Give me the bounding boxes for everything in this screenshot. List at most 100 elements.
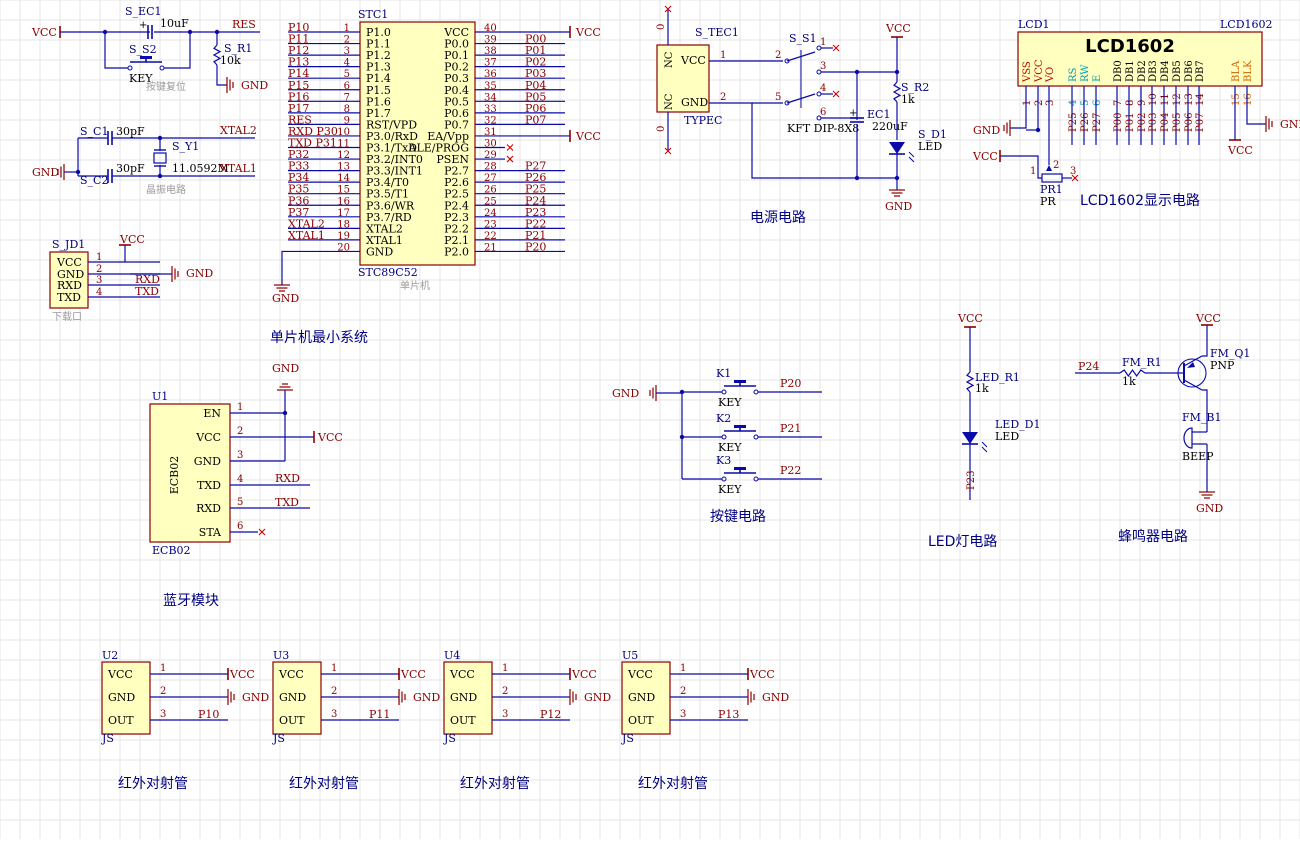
pin-name: GND [108, 691, 135, 704]
ir-sensor-module[interactable] [101, 661, 151, 735]
net-label: XTAL1 [288, 229, 325, 242]
net-label: P36 [288, 194, 309, 207]
pin-number: 24 [484, 208, 497, 219]
net-label-gnd: GND [1280, 118, 1300, 131]
block-title: 按键电路 [710, 509, 766, 525]
lcd-module[interactable] [1017, 31, 1263, 87]
switch-contact [127, 65, 133, 71]
net-label: P33 [288, 160, 309, 173]
pin-number: 7 [1113, 100, 1124, 106]
pin-number: 21 [484, 242, 497, 253]
net-label-gnd: GND [973, 124, 1000, 137]
net-label-vcc: VCC [1227, 144, 1253, 157]
net-label-vcc: VCC [957, 312, 983, 325]
net-label: P15 [288, 79, 309, 92]
pin-name: VSS [1022, 61, 1033, 83]
pin-name: DB0 [1113, 60, 1124, 82]
bluetooth-chip[interactable] [149, 403, 231, 543]
switch-contact [721, 389, 727, 395]
pin-name: GND [194, 455, 221, 468]
net-label: P02 [1137, 113, 1148, 132]
block-description: 下载口 [52, 311, 82, 323]
ir-sensor-module[interactable] [272, 661, 322, 735]
net-label: P06 [1184, 113, 1195, 132]
noconnect-mark [664, 5, 672, 13]
value-label: LED [918, 140, 942, 153]
pin-name: ALE/PROG [408, 142, 469, 155]
pin-name: VCC [680, 54, 706, 67]
pin-number: 30 [484, 139, 497, 150]
pin-number: 6 [237, 521, 243, 532]
pin-name: P2.2 [444, 222, 469, 235]
pin-number: 3 [160, 709, 166, 720]
block-title: 蓝牙模块 [163, 593, 219, 609]
net-label: P16 [288, 90, 309, 103]
net-label: RXD P30 [288, 125, 338, 138]
ref-label: PR1 [1040, 183, 1063, 196]
pin-number: 6 [820, 107, 826, 118]
pin-name: P1.2 [366, 49, 391, 62]
pin-name: GND [57, 268, 84, 281]
pin-name: P2.3 [444, 211, 469, 224]
pin-number: 13 [337, 162, 350, 173]
ir-sensor-module[interactable] [443, 661, 493, 735]
junction-dot [187, 29, 193, 35]
transistor-emitter [1183, 355, 1203, 367]
pin-name: P0.6 [444, 107, 469, 120]
net-label-vcc: VCC [885, 22, 911, 35]
resistor-body [965, 371, 975, 393]
pin-number: 9 [344, 115, 350, 126]
wire [1202, 325, 1208, 357]
mcu-chip[interactable] [359, 21, 476, 266]
pin-number: 3 [331, 709, 337, 720]
pin-name: P3.0/RxD [366, 130, 418, 143]
pin-number: 5 [237, 497, 243, 508]
pin-name: P3.6/WR [366, 199, 415, 212]
net-label: P00 [525, 33, 546, 46]
pin-number: 2 [1034, 100, 1045, 106]
junction-dot [679, 434, 685, 440]
net-label-vcc: VCC [749, 668, 775, 681]
pin-number: 2 [720, 92, 726, 103]
ir-sensor-module[interactable] [621, 661, 671, 735]
net-label-vcc: VCC [119, 233, 145, 246]
pin-number: 3 [820, 61, 826, 72]
value-label: KEY [718, 483, 742, 496]
pin-name: VCC [195, 431, 221, 444]
pin-number: 15 [337, 185, 350, 196]
pin-number: 9 [1137, 100, 1148, 106]
pin-name: P3.7/RD [366, 211, 412, 224]
ref-label: K3 [716, 454, 731, 467]
switch-cap [140, 56, 152, 59]
ref-label: EC1 [867, 108, 890, 121]
pin-name: DB3 [1148, 60, 1159, 82]
pin-number: 20 [337, 242, 350, 253]
pin-number: 16 [337, 196, 350, 207]
typec-connector[interactable] [656, 44, 710, 113]
noconnect-mark [832, 44, 840, 52]
potentiometer-body [1041, 173, 1063, 183]
net-label: P21 [525, 229, 546, 242]
pin-number: 2 [775, 50, 781, 61]
block-title: 红外对射管 [460, 776, 530, 792]
pin-number: 1 [502, 663, 508, 674]
led-arrow [981, 441, 988, 448]
block-title: LCD1602显示电路 [1080, 193, 1200, 209]
pin-number: 13 [1184, 93, 1195, 106]
pin-name: VCC [278, 668, 304, 681]
pin-name: EN [203, 407, 221, 420]
value-label: 220uF [872, 120, 908, 133]
pin-name: E [1092, 75, 1103, 82]
pin-name: RXD [57, 279, 82, 292]
junction-dot [894, 69, 900, 75]
block-description: 晶振电路 [146, 183, 186, 196]
pin-name: P1.5 [366, 84, 391, 97]
pin-number: 14 [337, 173, 350, 184]
download-connector[interactable] [49, 251, 89, 309]
net-label: P04 [1160, 113, 1171, 132]
switch-contact [721, 476, 727, 482]
net-label: P05 [525, 90, 546, 103]
ref-label: U3 [273, 649, 289, 662]
